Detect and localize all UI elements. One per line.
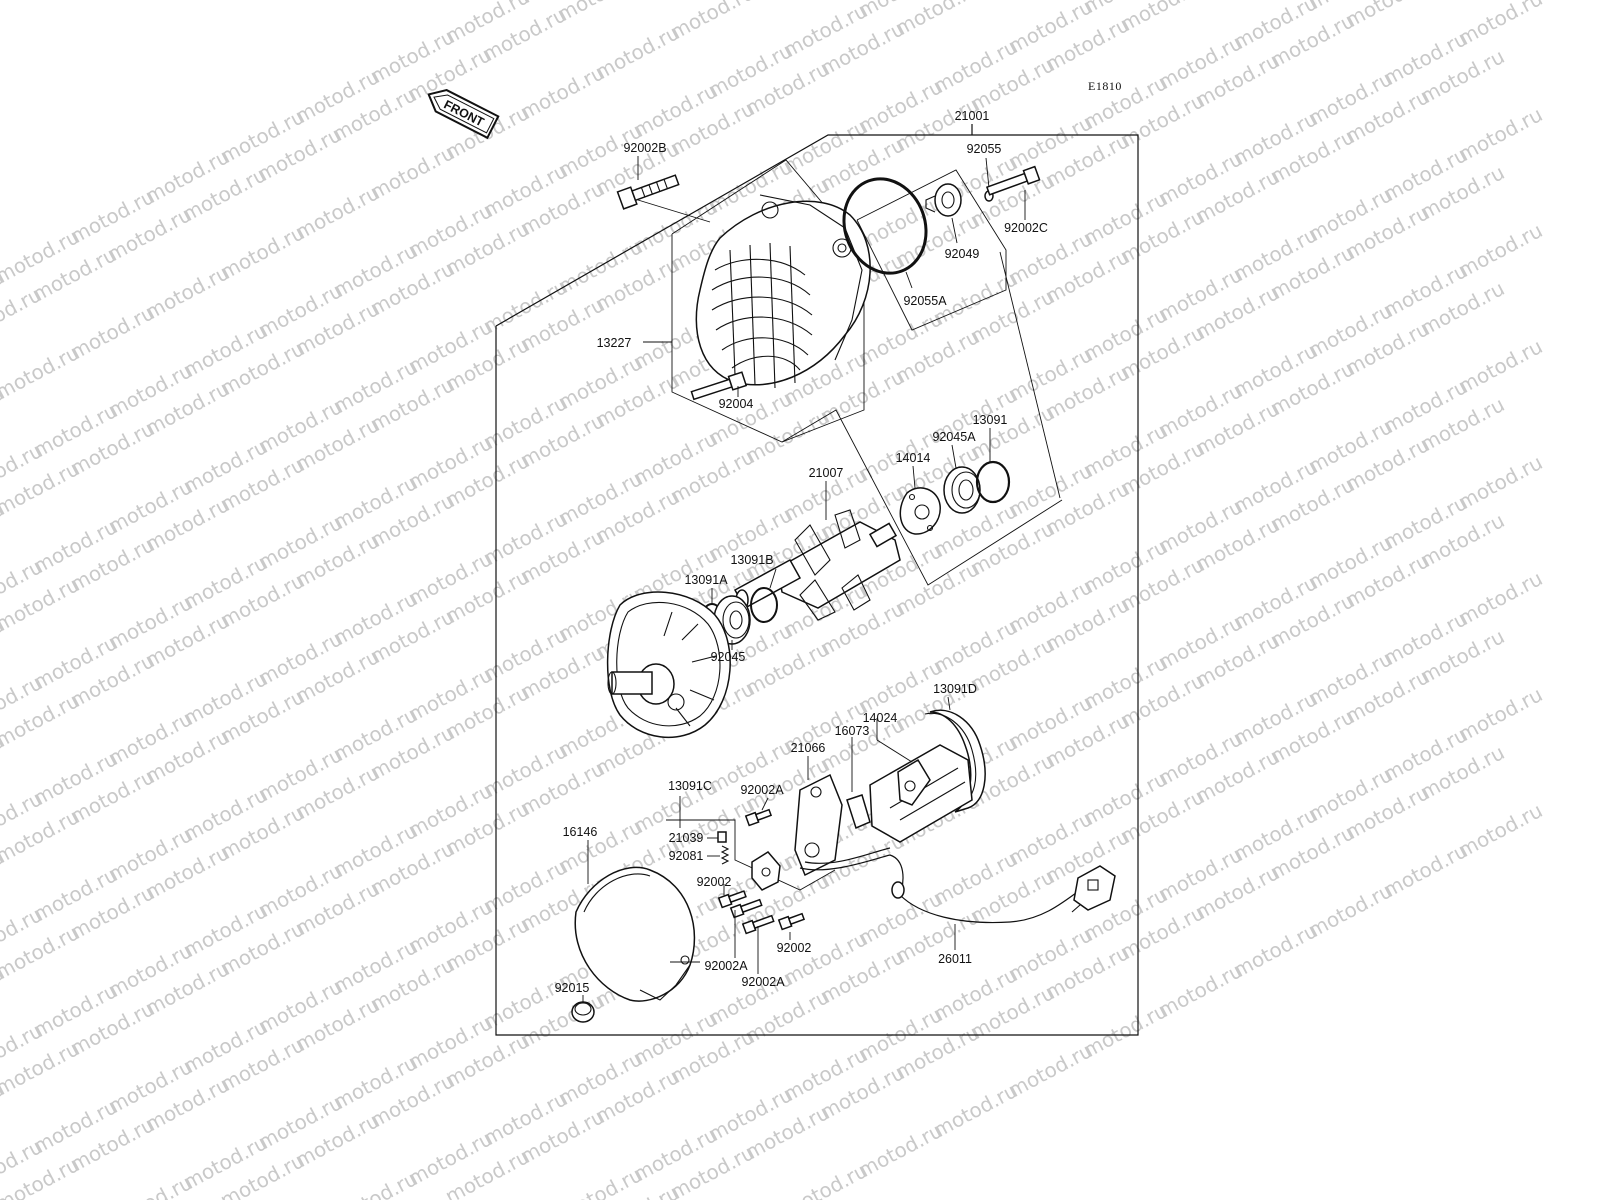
seal-92049 bbox=[925, 183, 962, 217]
callout-92055: 92055 bbox=[967, 142, 1002, 156]
screw-92002-right bbox=[777, 912, 806, 931]
callout-92002A-lower-1: 92002A bbox=[704, 959, 748, 973]
housing-group-outline bbox=[671, 159, 865, 443]
front-housing bbox=[606, 591, 731, 738]
callout-92004: 92004 bbox=[719, 397, 754, 411]
leader-92049 bbox=[951, 217, 958, 244]
plate-14014 bbox=[899, 487, 941, 535]
assembly-boundary bbox=[495, 134, 1139, 1036]
callout-92049: 92049 bbox=[945, 247, 980, 261]
callout-14024: 14024 bbox=[863, 711, 898, 725]
front-arrow: FRONT bbox=[427, 88, 500, 140]
rotor-21007 bbox=[733, 509, 901, 621]
callout-92015: 92015 bbox=[555, 981, 590, 995]
leader-92045A bbox=[951, 444, 957, 469]
callout-13091A: 13091A bbox=[684, 573, 728, 587]
rear-housing-13227 bbox=[695, 194, 871, 389]
leader-13091B bbox=[769, 568, 777, 589]
brush-pad-16073 bbox=[846, 794, 871, 830]
stud-92004 bbox=[690, 371, 748, 401]
leader-92002B-b bbox=[637, 199, 711, 223]
callout-92002A-top: 92002A bbox=[740, 783, 784, 797]
leader-92055 bbox=[985, 157, 990, 189]
part-21039 bbox=[717, 831, 727, 843]
callout-92081: 92081 bbox=[669, 849, 704, 863]
bearing-group-outline bbox=[781, 409, 1063, 586]
seal-group-outline bbox=[856, 169, 1007, 331]
callout-21066: 21066 bbox=[791, 741, 826, 755]
callout-16146: 16146 bbox=[563, 825, 598, 839]
screw-92002A-lower-1 bbox=[729, 898, 763, 919]
callout-13227: 13227 bbox=[597, 336, 632, 350]
leader-14024-b bbox=[876, 739, 913, 763]
leader-92055A bbox=[905, 271, 913, 289]
bolt-92002B bbox=[616, 174, 680, 210]
callout-13091B: 13091B bbox=[730, 553, 773, 567]
regulator-group-outline bbox=[666, 819, 836, 891]
seal-group-right-edge bbox=[999, 251, 1061, 499]
callout-92002-left: 92002 bbox=[697, 875, 732, 889]
screw-92002A-lower-2 bbox=[741, 914, 775, 935]
leader-92002A-top bbox=[761, 797, 769, 811]
callout-16073: 16073 bbox=[835, 724, 870, 738]
brush-14024 bbox=[897, 758, 931, 806]
callout-13091: 13091 bbox=[973, 413, 1008, 427]
bolt-92002C bbox=[985, 165, 1041, 196]
callout-92045: 92045 bbox=[711, 650, 746, 664]
leader-14014 bbox=[912, 465, 916, 489]
callout-21007: 21007 bbox=[809, 466, 844, 480]
diagram-code: E1810 bbox=[1088, 79, 1122, 93]
callout-92045A: 92045A bbox=[932, 430, 976, 444]
spring-92081 bbox=[720, 845, 730, 865]
leader-13091D bbox=[947, 696, 951, 711]
callout-13091D: 13091D bbox=[933, 682, 977, 696]
callout-92002C: 92002C bbox=[1004, 221, 1048, 235]
ring-13091B bbox=[750, 587, 778, 623]
callout-14014: 14014 bbox=[896, 451, 931, 465]
screw-92002A-top bbox=[744, 808, 773, 827]
callout-92002A-lower-2: 92002A bbox=[741, 975, 785, 989]
callout-26011: 26011 bbox=[938, 952, 972, 966]
callout-92055A: 92055A bbox=[903, 294, 947, 308]
brush-holder-small bbox=[751, 851, 781, 891]
nut-92015 bbox=[571, 1001, 595, 1023]
wire-harness-26011 bbox=[799, 847, 1116, 924]
o-ring-92055A bbox=[842, 177, 928, 275]
cover-16146 bbox=[574, 866, 696, 1002]
regulator-21066 bbox=[794, 773, 843, 877]
ring-13091 bbox=[975, 460, 1011, 504]
callout-21039: 21039 bbox=[669, 831, 704, 845]
bearing-92045A bbox=[943, 466, 981, 514]
callout-21001: 21001 bbox=[955, 109, 990, 123]
callout-92002-right: 92002 bbox=[777, 941, 812, 955]
callout-13091C: 13091C bbox=[668, 779, 712, 793]
callout-92002B: 92002B bbox=[623, 141, 666, 155]
screw-92002-left bbox=[717, 890, 747, 909]
